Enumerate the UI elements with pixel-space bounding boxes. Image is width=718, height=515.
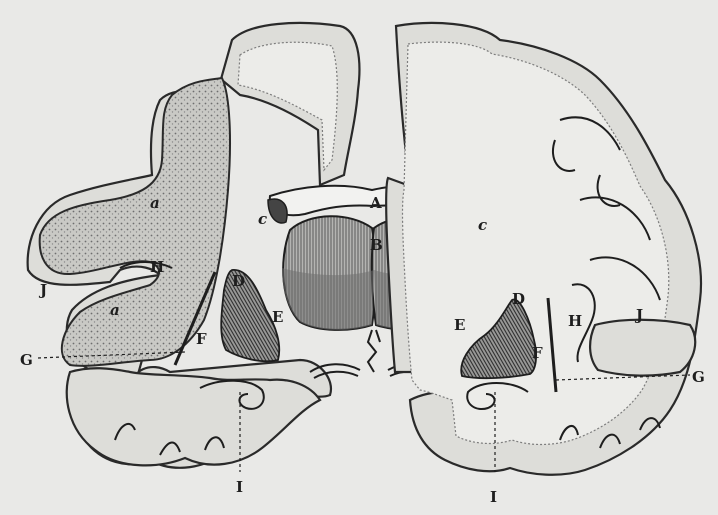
label-H-right: H — [568, 312, 582, 330]
label-F-left: F — [196, 330, 207, 348]
label-J-right: J — [634, 306, 643, 324]
label-J-left: J — [38, 281, 47, 299]
label-F-right: F — [532, 344, 543, 362]
label-B: B — [370, 236, 383, 254]
label-G-right: G — [692, 368, 705, 386]
label-c-left: c — [258, 210, 267, 228]
label-E-left: E — [272, 308, 283, 326]
right-white-matter — [403, 42, 669, 444]
label-E-right: E — [454, 316, 465, 334]
midline-stem — [368, 330, 380, 372]
label-a-lower: a — [110, 301, 120, 319]
label-G-left: G — [20, 351, 33, 369]
left-caudate-c — [268, 199, 287, 223]
label-D-left: D — [232, 272, 245, 290]
left-thalamus-shade — [282, 268, 374, 330]
label-H-left: H — [150, 258, 164, 276]
left-temporal-lobe — [67, 368, 320, 465]
right-temporal-J — [590, 320, 695, 376]
label-a-upper: a — [150, 194, 160, 212]
label-I-left: I — [236, 478, 243, 496]
label-D-right: D — [512, 290, 525, 308]
left-lentiform-nucleus — [221, 270, 279, 361]
label-I-right: I — [490, 488, 497, 506]
label-c-right: c — [478, 216, 487, 234]
right-hemisphere — [386, 23, 701, 475]
label-A: A — [369, 194, 382, 212]
